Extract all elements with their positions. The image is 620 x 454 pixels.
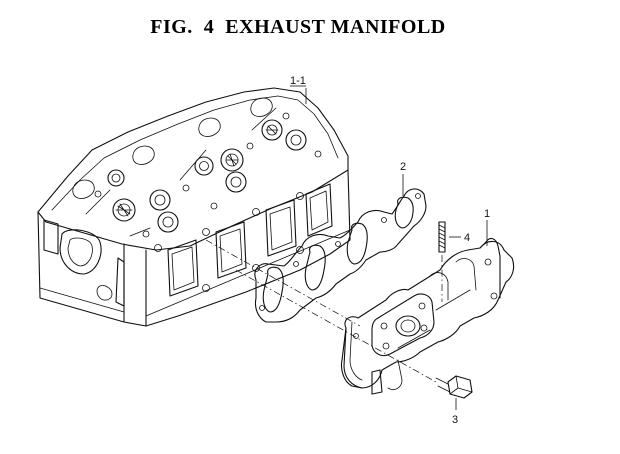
callout-label: 1 <box>484 208 490 220</box>
callout-label: 4 <box>464 232 470 244</box>
callout-label: 3 <box>452 414 458 426</box>
callout-gasket: 2 <box>400 161 406 196</box>
callout-bolt: 3 <box>452 398 458 426</box>
callout-manifold: 1 <box>484 208 490 246</box>
callout-stud: 4 <box>449 232 470 244</box>
bolt-part <box>435 375 473 399</box>
callout-label: 1-1 <box>290 75 306 87</box>
manifold-part <box>340 237 515 395</box>
gasket-part <box>254 188 427 323</box>
assembly-centerlines <box>205 239 443 383</box>
cylinder-head-part <box>37 87 351 327</box>
figure-title: FIG. 4 EXHAUST MANIFOLD <box>150 16 446 38</box>
stud-part <box>438 221 446 253</box>
callout-label: 2 <box>400 161 406 173</box>
callout-cylinder-head: 1-1 <box>290 75 307 104</box>
